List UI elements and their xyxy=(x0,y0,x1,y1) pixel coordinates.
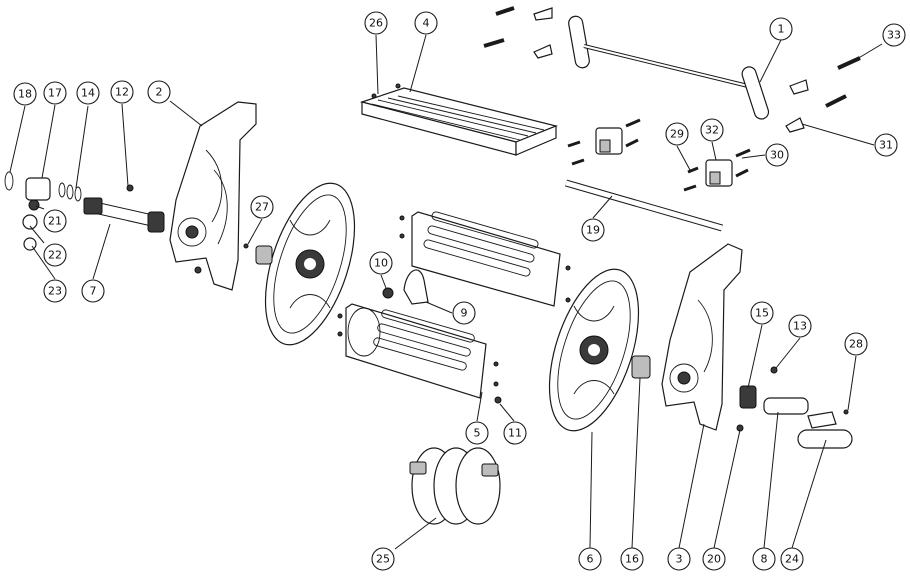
callout-17: 17 xyxy=(43,81,67,105)
callout-26: 26 xyxy=(364,11,388,35)
part-left-frame xyxy=(169,101,257,291)
callout-16: 16 xyxy=(620,547,644,571)
callout-14: 14 xyxy=(76,81,100,105)
part-drum-upper xyxy=(411,211,561,307)
callout-6: 6 xyxy=(578,547,602,571)
callout-21-label: 21 xyxy=(48,215,62,228)
callout-10-label: 10 xyxy=(374,257,388,270)
callout-28: 28 xyxy=(844,332,868,356)
callout-8: 8 xyxy=(752,547,776,571)
callout-19: 19 xyxy=(581,218,605,242)
callout-8-label: 8 xyxy=(761,553,768,566)
callout-19-label: 19 xyxy=(586,224,600,237)
callout-27-label: 27 xyxy=(255,201,269,214)
callout-4: 4 xyxy=(414,11,438,35)
callout-14-label: 14 xyxy=(81,87,95,100)
part-axle xyxy=(83,197,165,233)
callout-24: 24 xyxy=(780,547,804,571)
callout-10: 10 xyxy=(369,251,393,275)
callout-30: 30 xyxy=(765,143,789,167)
callout-31: 31 xyxy=(874,133,898,157)
callout-12: 12 xyxy=(110,80,134,104)
callout-26-label: 26 xyxy=(369,17,383,30)
callout-25: 25 xyxy=(371,547,395,571)
part-clip xyxy=(403,269,429,305)
callout-11: 11 xyxy=(503,421,527,445)
callout-25-label: 25 xyxy=(376,553,390,566)
callout-5-label: 5 xyxy=(474,427,481,440)
callout-29: 29 xyxy=(665,122,689,146)
callout-30-label: 30 xyxy=(770,149,784,162)
part-left-fittings xyxy=(4,171,134,251)
callout-31-label: 31 xyxy=(879,139,893,152)
callout-9: 9 xyxy=(452,301,476,325)
part-handle-bar xyxy=(568,15,770,120)
callout-9-label: 9 xyxy=(461,307,468,320)
callout-18-label: 18 xyxy=(18,88,32,101)
part-hub xyxy=(631,355,651,379)
callout-20-label: 20 xyxy=(707,553,721,566)
callout-28-label: 28 xyxy=(849,338,863,351)
part-left-wheel xyxy=(255,182,356,346)
callout-23: 23 xyxy=(43,279,67,303)
callout-33: 33 xyxy=(882,23,906,47)
callout-22-label: 22 xyxy=(48,249,62,262)
part-right-frame xyxy=(661,243,743,431)
callout-22: 22 xyxy=(43,243,67,267)
callout-3-label: 3 xyxy=(676,553,683,566)
callout-11-label: 11 xyxy=(508,427,522,440)
callout-2-label: 2 xyxy=(156,86,163,99)
callout-24-label: 24 xyxy=(785,553,799,566)
callout-4-label: 4 xyxy=(423,17,430,30)
callout-16-label: 16 xyxy=(625,553,639,566)
callout-3: 3 xyxy=(667,547,691,571)
part-right-wheel xyxy=(548,268,640,432)
callout-13: 13 xyxy=(788,314,812,338)
callout-5: 5 xyxy=(465,421,489,445)
leader-lines xyxy=(9,34,883,550)
part-crank xyxy=(739,385,853,449)
callout-15-label: 15 xyxy=(755,307,769,320)
callout-17-label: 17 xyxy=(48,87,62,100)
callout-23-label: 23 xyxy=(48,285,62,298)
part-rod xyxy=(565,179,723,232)
callout-18: 18 xyxy=(13,82,37,106)
callout-32-label: 32 xyxy=(705,124,719,137)
callout-32: 32 xyxy=(700,118,724,142)
callout-27: 27 xyxy=(250,195,274,219)
callout-21: 21 xyxy=(43,209,67,233)
part-washer xyxy=(382,287,394,299)
part-bolts-top xyxy=(483,6,861,133)
part-brackets xyxy=(567,118,751,192)
part-hose xyxy=(409,447,501,525)
callout-7: 7 xyxy=(81,279,105,303)
part-tray xyxy=(359,87,558,156)
callout-12-label: 12 xyxy=(115,86,129,99)
callout-1-label: 1 xyxy=(778,23,785,36)
callout-33-label: 33 xyxy=(887,29,901,42)
callout-2: 2 xyxy=(147,80,171,104)
callout-15: 15 xyxy=(750,301,774,325)
callout-7-label: 7 xyxy=(90,285,97,298)
part-drum-lower xyxy=(345,303,487,399)
callout-13-label: 13 xyxy=(793,320,807,333)
callout-6-label: 6 xyxy=(587,553,594,566)
callout-20: 20 xyxy=(702,547,726,571)
callout-29-label: 29 xyxy=(670,128,684,141)
callout-1: 1 xyxy=(769,17,793,41)
